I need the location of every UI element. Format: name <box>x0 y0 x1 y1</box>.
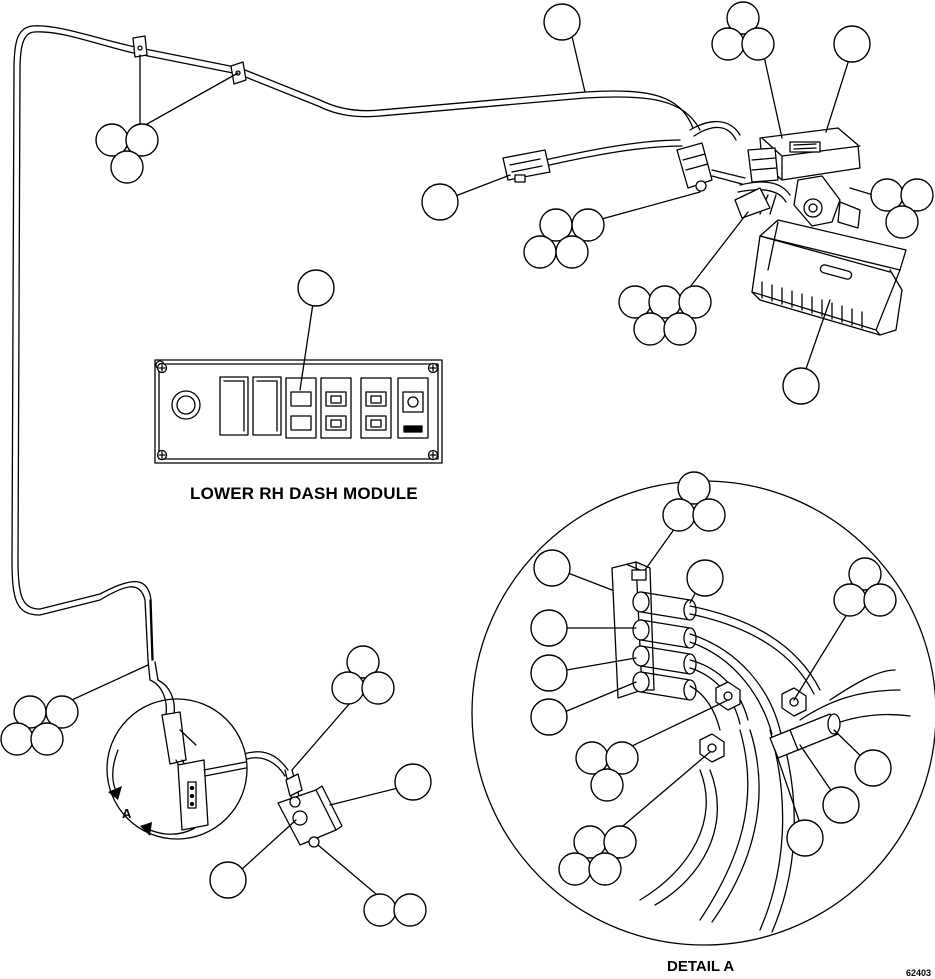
inline-connector <box>502 149 551 183</box>
figure-number: 62403 <box>906 968 932 978</box>
callout-bubble <box>558 852 592 886</box>
callout-bubble <box>711 27 745 61</box>
harness-clip <box>132 35 148 58</box>
callout-bubble <box>530 698 568 736</box>
callout-bubble <box>863 583 897 617</box>
callout-bubble <box>848 557 882 591</box>
control-unit <box>747 127 861 183</box>
callout-bubble <box>30 722 64 756</box>
callout-bubble <box>833 583 867 617</box>
callout-bubble <box>393 893 427 927</box>
harness-branch-top <box>544 120 741 167</box>
module-title: LOWER RH DASH MODULE <box>190 484 418 503</box>
callout-bubble <box>662 498 696 532</box>
main-harness <box>11 25 701 661</box>
rocker-switch <box>397 377 429 439</box>
fuse-holder <box>632 645 749 725</box>
screw-icon <box>427 449 439 461</box>
callout-bubble <box>833 25 871 63</box>
callout-bubble <box>786 819 824 857</box>
large-connector <box>751 219 907 336</box>
rocker-switch <box>285 377 317 439</box>
bracket-assembly <box>793 175 861 229</box>
rocker-switch <box>320 377 352 439</box>
callout-bubble <box>125 123 159 157</box>
blank-switch-plug <box>219 376 249 436</box>
fuse-holder <box>632 619 781 735</box>
callout-bubble <box>633 312 667 346</box>
screw-icon <box>156 362 168 374</box>
callout-bubble <box>331 671 365 705</box>
callout-bubble <box>590 768 624 802</box>
callout-bubble <box>900 178 934 212</box>
callout-bubble <box>523 235 557 269</box>
screw-icon <box>427 362 439 374</box>
callout-bubble <box>692 498 726 532</box>
fuse-holder <box>632 591 821 695</box>
connector-body <box>676 142 746 192</box>
callout-bubble <box>663 312 697 346</box>
callout-bubble <box>530 654 568 692</box>
callout-bubble <box>605 741 639 775</box>
callout-bubble <box>603 825 637 859</box>
callout-bubble <box>533 549 571 587</box>
unit-wires <box>734 181 791 219</box>
callout-bubble <box>782 367 820 405</box>
callout-bubble <box>588 852 622 886</box>
callout-bubble <box>854 749 892 787</box>
callout-bubble <box>394 763 432 801</box>
switch-assembly <box>149 679 247 831</box>
detail-a-circle <box>106 698 248 840</box>
callout-bubble <box>543 3 581 41</box>
callout-bubble <box>571 208 605 242</box>
callout-bubble <box>363 893 397 927</box>
callout-bubble <box>421 183 459 221</box>
callout-bubbles <box>0 1 934 927</box>
screw-icon <box>156 449 168 461</box>
callout-bubble <box>885 205 919 239</box>
callout-bubble <box>110 150 144 184</box>
arrow-icon <box>108 749 196 836</box>
callout-bubble <box>822 786 860 824</box>
callout-bubble <box>741 27 775 61</box>
callout-bubble <box>0 722 34 756</box>
callout-bubble <box>209 861 247 899</box>
rotary-knob <box>171 390 201 420</box>
callout-bubble <box>346 645 380 679</box>
callout-bubble <box>686 559 724 597</box>
fuse-holder <box>632 671 721 731</box>
callout-bubble <box>677 471 711 505</box>
callout-bubble <box>530 609 568 647</box>
callout-bubble <box>555 235 589 269</box>
callout-bubble <box>726 1 760 35</box>
blank-switch-plug <box>252 376 282 436</box>
callout-bubble <box>678 285 712 319</box>
callout-bubble <box>361 671 395 705</box>
dash-module <box>154 359 443 464</box>
rocker-switch <box>360 377 392 439</box>
callout-bubble <box>297 269 335 307</box>
mount-bracket <box>277 773 343 848</box>
detail-title: DETAIL A <box>667 958 735 975</box>
detail-marker: A <box>122 806 132 821</box>
nut-icon <box>781 687 807 717</box>
connector-pins <box>761 281 863 329</box>
callout-bubble <box>45 695 79 729</box>
